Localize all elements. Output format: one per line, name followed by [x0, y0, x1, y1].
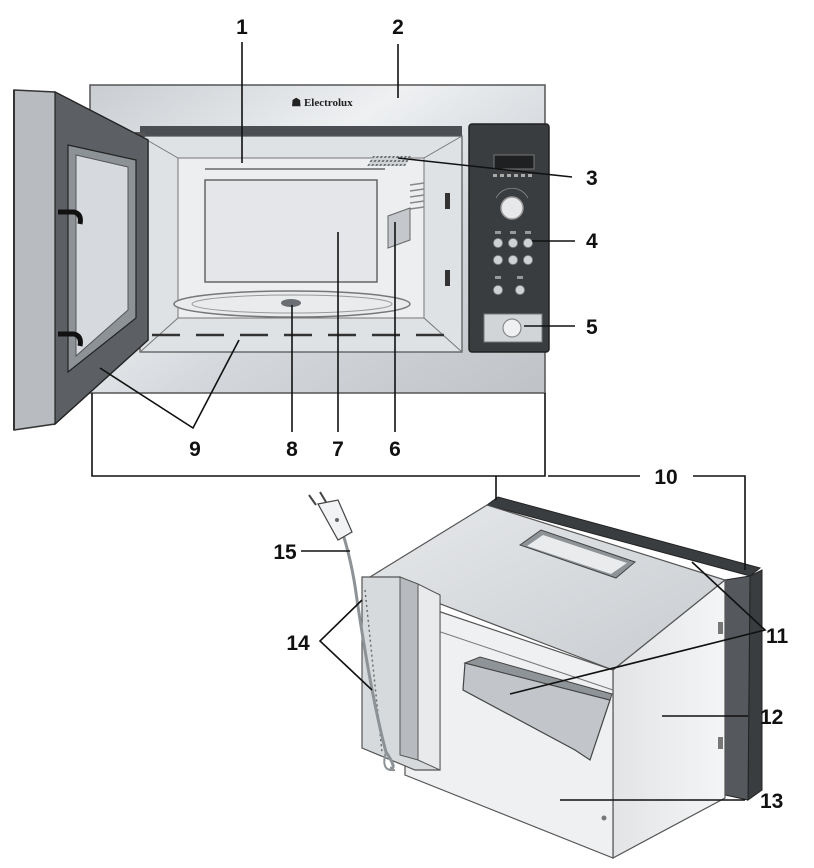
latch-slot-top	[445, 193, 450, 209]
callout-numbers: 1 2 3 4 5 6 7 8 9 10 11 12 13 14 15	[189, 16, 788, 813]
leader-lines	[99, 42, 767, 801]
callout-11: 11	[766, 625, 789, 648]
cavity-window-area	[204, 179, 378, 283]
microwave-front-view: ☗ Electrolux	[13, 84, 550, 431]
power-plug	[308, 491, 353, 541]
callout-2: 2	[392, 16, 404, 39]
button[interactable]	[493, 285, 503, 295]
callout-15: 15	[273, 541, 297, 564]
latch-slot-bottom	[445, 270, 450, 286]
door-hook-bottom	[58, 331, 83, 347]
callout-1: 1	[236, 16, 248, 39]
button[interactable]	[523, 255, 533, 265]
control-knob[interactable]	[500, 196, 524, 220]
button[interactable]	[515, 285, 525, 295]
vent-grille	[367, 156, 411, 166]
callout-5: 5	[586, 316, 598, 339]
cavity-top-strip	[140, 126, 462, 136]
trim-frame-top	[485, 496, 762, 577]
indicator-icons	[493, 174, 532, 177]
waveguide-cover	[387, 207, 411, 249]
bracket-line	[91, 393, 546, 477]
trim-frame-edge	[724, 575, 751, 801]
button[interactable]	[523, 238, 533, 248]
button[interactable]	[493, 255, 503, 265]
door-release-button[interactable]	[502, 318, 522, 338]
brand-logo: ☗ Electrolux	[291, 97, 353, 109]
button[interactable]	[508, 255, 518, 265]
callout-7: 7	[332, 438, 344, 461]
door-hook-top	[58, 209, 83, 225]
button[interactable]	[508, 238, 518, 248]
callout-6: 6	[389, 438, 401, 461]
callout-3: 3	[586, 167, 598, 190]
callout-9: 9	[189, 438, 201, 461]
turntable-hub	[281, 299, 301, 307]
callout-12: 12	[760, 706, 783, 729]
door-glass	[75, 154, 129, 358]
button[interactable]	[493, 238, 503, 248]
side-vent-slots	[409, 182, 425, 210]
installation-frame-view	[308, 491, 763, 860]
control-panel	[468, 123, 550, 353]
callout-14: 14	[286, 632, 310, 655]
display-window	[493, 154, 535, 170]
power-cord	[338, 524, 395, 770]
mounting-bracket	[462, 662, 611, 761]
callout-13: 13	[760, 790, 783, 813]
callout-8: 8	[286, 438, 298, 461]
callout-10: 10	[654, 466, 677, 489]
control-buttons	[493, 238, 533, 295]
callout-4: 4	[586, 230, 598, 253]
